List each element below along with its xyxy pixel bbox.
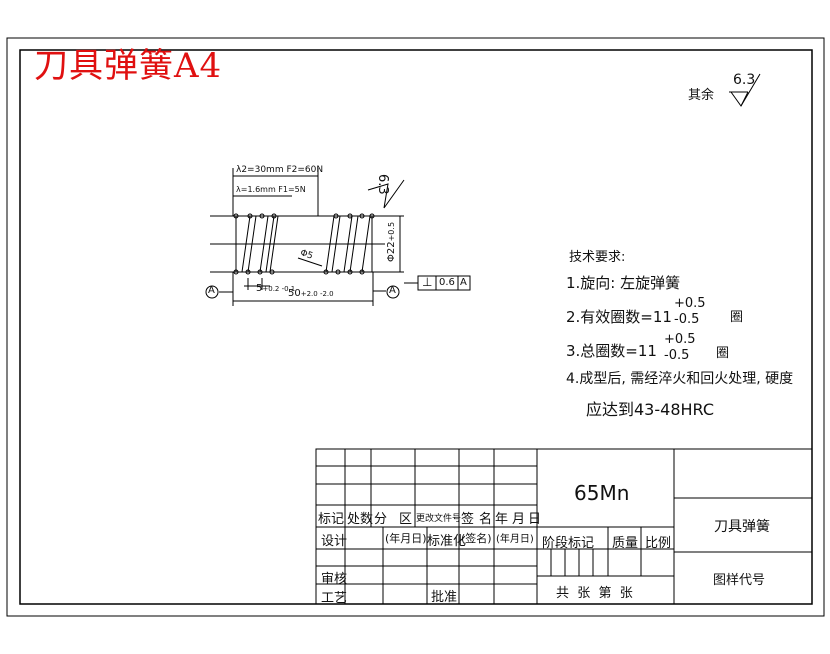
pitch-value: 5: [256, 283, 263, 294]
outer-diameter-dimension: Φ22+0.5: [386, 222, 397, 262]
requirement-2-unit: 圈: [730, 310, 744, 325]
datum-label-right: A: [389, 285, 396, 296]
outer-diameter-tolerance: +0.5: [387, 221, 396, 242]
requirement-3-unit: 圈: [716, 346, 730, 361]
requirements-heading: 技术要求:: [569, 250, 626, 265]
requirement-4-line1: 4.成型后, 需经淬火和回火处理, 硬度: [566, 371, 794, 387]
requirement-3: 3.总圈数=11 +0.5 -0.5 圈: [566, 332, 729, 363]
header-sign-2: 名: [479, 512, 493, 527]
perpendicularity-value: 0.6: [439, 277, 455, 288]
approve-label: 批准: [431, 590, 458, 605]
requirement-2-lower: -0.5: [674, 312, 700, 327]
process-label: 工艺: [321, 591, 348, 606]
local-roughness-value: 6.3: [375, 174, 390, 195]
requirement-3-upper: +0.5: [664, 332, 696, 347]
general-roughness-symbol: [729, 73, 761, 107]
design-label: 设计: [321, 534, 348, 549]
requirement-3-text: 3.总圈数=11: [566, 342, 657, 360]
pitch-tolerance: +0.2 -0.1: [262, 285, 296, 293]
header-count: 处数: [347, 512, 374, 527]
part-name: 刀具弹簧: [714, 519, 770, 535]
header-sign-1: 签: [461, 512, 475, 527]
header-day: 日: [528, 512, 542, 527]
sheet-count: 共 张 第 张: [556, 586, 633, 601]
requirement-4-line2: 应达到43-48HRC: [586, 400, 715, 419]
perpendicularity-datum: A: [460, 277, 467, 288]
load-dimension-b: λ=1.6mm F1=5N: [236, 185, 306, 194]
roughness-general-value: 6.3: [733, 72, 756, 88]
spring-drawing: [205, 168, 471, 306]
review-label: 审核: [321, 572, 348, 587]
header-mark: 标记: [318, 512, 345, 527]
material-name: 65Mn: [574, 481, 630, 505]
design-date: (年月日): [385, 532, 427, 545]
requirement-2: 2.有效圈数=11 +0.5 -0.5 圈: [566, 296, 743, 327]
standardization-label: 标准化: [427, 534, 467, 549]
perpendicularity-symbol: ⊥: [422, 275, 433, 289]
drawing-code: 图样代号: [713, 573, 766, 588]
outer-frame: [6, 37, 825, 617]
header-month: 月: [512, 512, 526, 527]
pitch-dimension: 5+0.2 -0.1: [256, 283, 295, 294]
stage-mark-label: 阶段标记: [542, 536, 595, 551]
drawing-title: 刀具弹簧A4: [34, 46, 223, 86]
title-block-grid: [315, 448, 813, 605]
requirement-2-text: 2.有效圈数=11: [566, 308, 672, 326]
free-length-value: 50: [288, 288, 301, 299]
outer-diameter-value: Φ22: [386, 241, 397, 262]
datum-label-left: A: [208, 285, 215, 296]
free-length-tolerance: +2.0 -2.0: [300, 290, 334, 298]
requirement-2-upper: +0.5: [674, 296, 706, 311]
free-length-dimension: 50+2.0 -2.0: [288, 288, 334, 299]
ratio-label: 比例: [645, 536, 672, 551]
header-zone-2: 区: [399, 512, 413, 527]
signature-label: (签名): [461, 532, 492, 545]
header-change-doc: 更改文件号: [416, 514, 462, 524]
weight-label: 质量: [612, 536, 639, 551]
header-year: 年: [495, 512, 509, 527]
requirement-1: 1.旋向: 左旋弹簧: [566, 274, 681, 292]
load-dimension-a: λ2=30mm F2=60N: [236, 165, 324, 175]
standardization-date: (年月日): [496, 534, 534, 545]
header-zone-1: 分: [374, 512, 388, 527]
roughness-general-label: 其余: [688, 88, 715, 103]
requirement-3-lower: -0.5: [664, 348, 690, 363]
